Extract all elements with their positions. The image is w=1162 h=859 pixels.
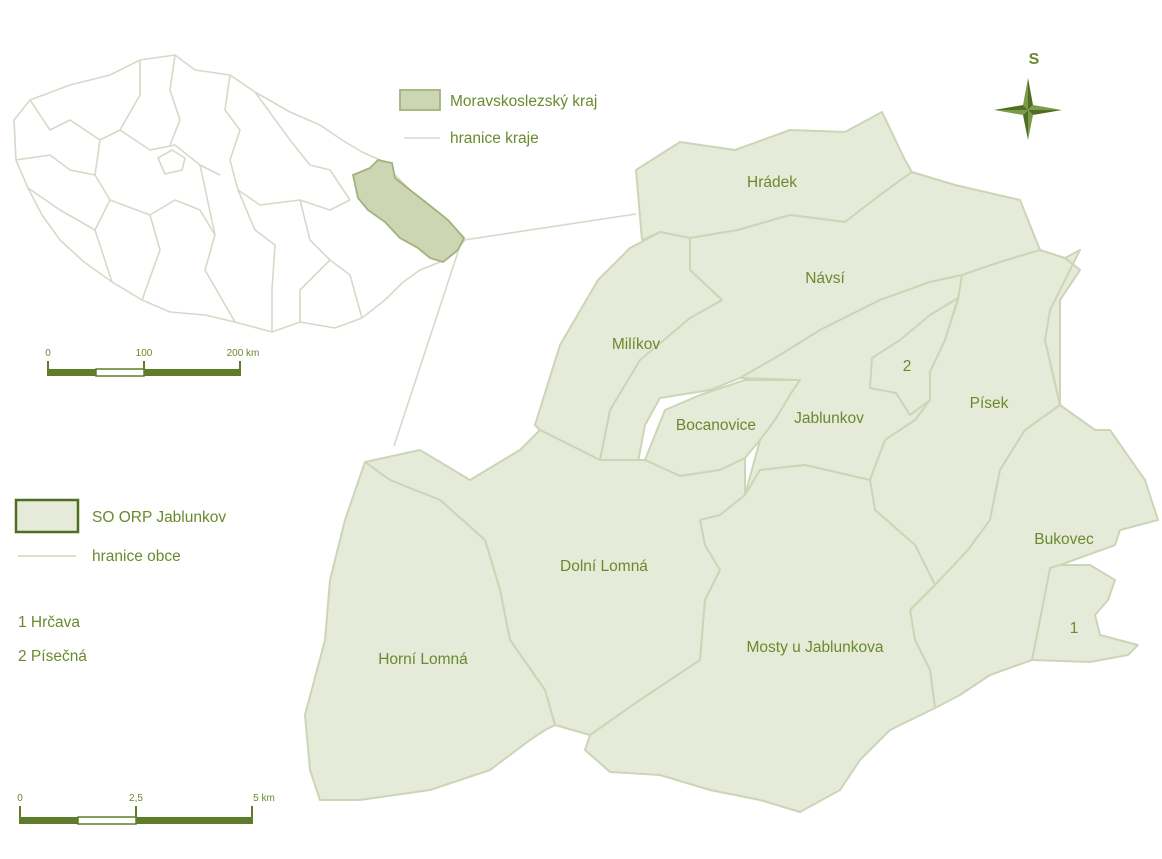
- label-hrcava: 1: [1070, 620, 1079, 637]
- czech-republic-inset-map: [13, 54, 637, 447]
- inset-district-borders: [15, 54, 363, 332]
- orp-legend-swatch: [14, 498, 80, 534]
- label-bukovec: Bukovec: [1034, 531, 1094, 548]
- label-milikov: Milíkov: [612, 336, 660, 353]
- inset-scale-tick-100: 100: [136, 348, 153, 359]
- region-legend-label: Moravskoslezský kraj: [450, 93, 597, 110]
- label-pisecna: 2: [903, 358, 912, 375]
- region-border-legend-label: hranice kraje: [450, 130, 539, 147]
- municipal-border-legend-label: hranice obce: [92, 548, 181, 565]
- label-mosty-u-jablunkova: Mosty u Jablunkova: [747, 639, 884, 656]
- inset-leader-line-top: [463, 213, 637, 241]
- compass-rose-icon: S: [994, 51, 1062, 140]
- region-legend-swatch: [399, 89, 441, 111]
- label-horni-lomna: Horní Lomná: [378, 651, 468, 668]
- inset-scale-bar: 0 100 200 km: [45, 348, 260, 377]
- main-scale-bar: 0 2,5 5 km: [17, 793, 275, 825]
- label-pisek: Písek: [970, 395, 1009, 412]
- label-dolni-lomna: Dolní Lomná: [560, 558, 648, 575]
- municipality-milikov[interactable]: [534, 231, 723, 461]
- legend-note-pisecna: 2 Písečná: [18, 648, 87, 665]
- municipality-labels: Hrádek Návsí Milíkov Bocanovice Jablunko…: [378, 174, 1094, 668]
- moravskoslezsky-kraj-shape: [351, 159, 466, 264]
- prague-outline: [157, 149, 186, 175]
- inset-scale-tick-0: 0: [45, 348, 51, 359]
- main-scale-tick-2-5: 2,5: [129, 793, 143, 804]
- municipality-mosty-u-jablunkova[interactable]: [584, 464, 936, 813]
- main-scale-tick-0: 0: [17, 793, 23, 804]
- main-scale-tick-5: 5 km: [253, 793, 275, 804]
- main-legend: SO ORP Jablunkov hranice obce 1 Hrčava 2…: [14, 498, 226, 665]
- inset-legend: Moravskoslezský kraj hranice kraje: [399, 89, 597, 147]
- label-hradek: Hrádek: [747, 174, 797, 191]
- legend-note-hrcava: 1 Hrčava: [18, 614, 80, 631]
- municipality-horni-lomna[interactable]: [304, 461, 556, 801]
- inset-leader-line-bottom: [393, 251, 459, 447]
- label-bocanovice: Bocanovice: [676, 417, 756, 434]
- label-navsi: Návsí: [805, 270, 845, 287]
- label-jablunkov: Jablunkov: [794, 410, 864, 427]
- municipality-hrcava[interactable]: [1031, 564, 1139, 663]
- orp-legend-label: SO ORP Jablunkov: [92, 509, 226, 526]
- municipalities: [304, 111, 1159, 813]
- compass-north-letter: S: [1029, 51, 1040, 68]
- inset-scale-tick-200: 200 km: [227, 348, 260, 359]
